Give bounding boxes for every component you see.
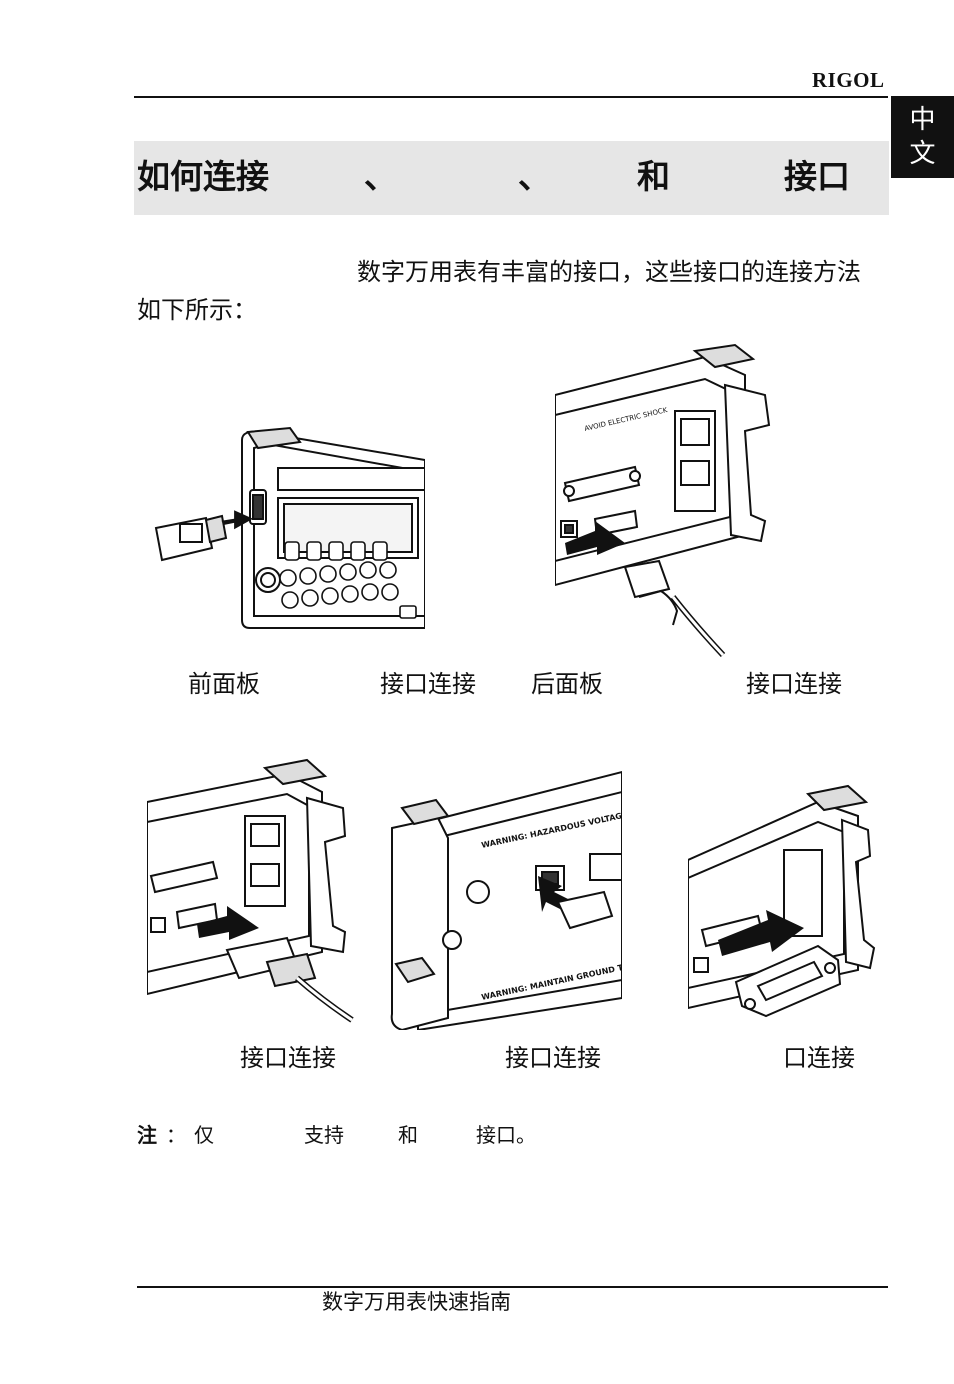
- rear-panel-rs232-figure: [147, 758, 354, 1023]
- section-title-sep: 、: [364, 157, 397, 196]
- language-tab-char: 文: [909, 139, 936, 169]
- rear-panel-gpib-figure: [688, 784, 876, 1018]
- language-tab-char: 中: [909, 105, 936, 135]
- section-title-sep: 、: [518, 157, 551, 196]
- fig2-caption-left: 后面板: [531, 670, 603, 698]
- section-title: 如何连接: [137, 157, 269, 196]
- intro-line-1: 数字万用表有丰富的接口，这些接口的连接方法: [357, 258, 861, 286]
- front-panel-usb-figure: [154, 426, 425, 629]
- brand-logo: RIGOL: [812, 68, 885, 92]
- note-part: 和: [398, 1123, 418, 1147]
- fig5-caption: 口连接: [783, 1044, 855, 1072]
- fig2-caption-right: 接口连接: [746, 670, 842, 698]
- note-colon: ：: [166, 1123, 186, 1147]
- section-title-end: 接口: [784, 157, 850, 196]
- fig4-caption: 接口连接: [505, 1044, 601, 1072]
- note-part: 支持: [304, 1123, 344, 1147]
- language-tab: 中 文: [891, 96, 954, 178]
- fig1-caption-right: 接口连接: [380, 670, 476, 698]
- section-title-and: 和: [637, 157, 670, 196]
- footer-text: 数字万用表快速指南: [322, 1290, 511, 1314]
- header-rule: [134, 96, 888, 98]
- fig3-caption: 接口连接: [240, 1044, 336, 1072]
- intro-line-2: 如下所示：: [137, 296, 257, 324]
- rear-panel-lan-figure: WARNING: HAZARDOUS VOLTAGE INSIDE,DO NOT…: [390, 770, 622, 1030]
- footer-rule: [137, 1286, 888, 1288]
- fig1-caption-left: 前面板: [188, 670, 260, 698]
- note-part: 接口。: [476, 1123, 536, 1147]
- note-label: 注: [137, 1123, 157, 1147]
- rear-panel-usb-figure: AVOID ELECTRIC SHOCK: [555, 343, 771, 658]
- section-title-band: [134, 141, 889, 215]
- note-part: 仅: [194, 1123, 214, 1147]
